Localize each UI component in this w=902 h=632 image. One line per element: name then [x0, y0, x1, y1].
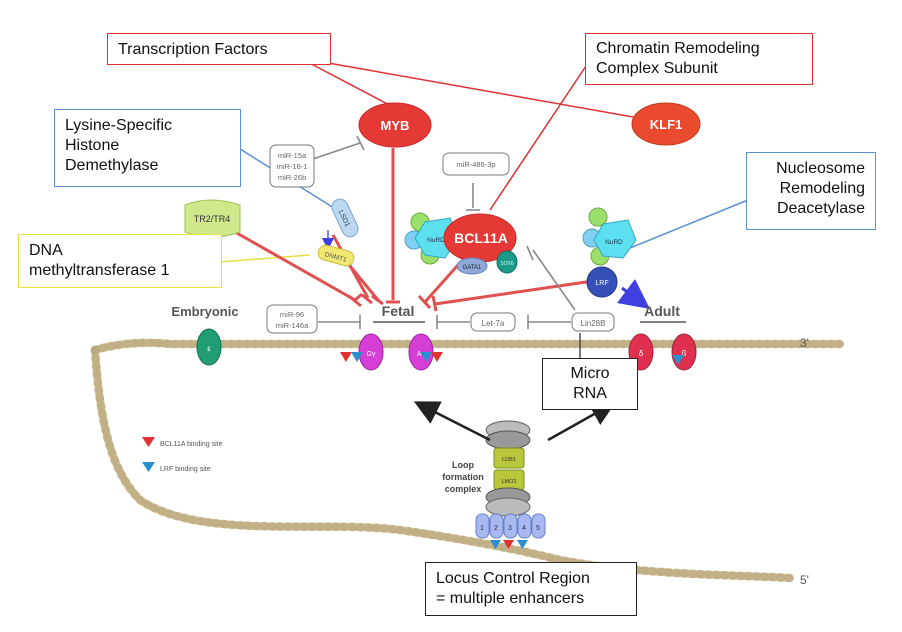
- callout-transcription-factors: Transcription Factors: [107, 33, 331, 65]
- mir15-box: [269, 144, 315, 188]
- mir15a-label: miR-15a: [278, 151, 307, 160]
- callout-dnmt-line1: DNA: [29, 242, 63, 259]
- legend-bcl11a-label: BCL11A binding site: [160, 441, 223, 448]
- callout-nurd-line2: Remodeling: [779, 180, 865, 197]
- lcr-binding-markers: [490, 540, 528, 549]
- callout-dna-methyltransferase: DNA methyltransferase 1: [18, 234, 222, 288]
- gene-binding-markers: [340, 352, 684, 365]
- callout-microrna: Micro RNA: [542, 358, 638, 410]
- callout-chromatin-line1: Chromatin Remodeling: [596, 40, 760, 57]
- callout-dnmt-line2: methyltransferase 1: [29, 262, 170, 279]
- dnmt1-node: [317, 244, 355, 267]
- callout-transcription-factors-text: Transcription Factors: [118, 41, 268, 58]
- gene-epsilon-label: ε: [207, 344, 211, 353]
- lin28b-label: Lin28B: [581, 319, 606, 328]
- nurd-left-label: NuRD: [427, 237, 445, 244]
- lcr-site-1: 1: [480, 525, 484, 532]
- callout-chromatin-line2: Complex Subunit: [596, 60, 718, 77]
- let7a-label: Let-7a: [482, 319, 505, 328]
- mir486-label: miR-486-3p: [456, 160, 495, 169]
- stage-fetal: Fetal: [382, 303, 415, 319]
- lin28b-box: [571, 312, 615, 332]
- lrf-adult-arrow: [617, 279, 650, 309]
- lcr-sites: [475, 513, 546, 539]
- bcl11a-complex: NuRD GATA1 SOX6: [404, 212, 518, 275]
- mir146a-label: miR-146a: [276, 321, 309, 330]
- nurd-right-label: NuRD: [605, 239, 623, 246]
- lcr-site-5: 5: [536, 525, 540, 532]
- stage-embryonic: Embryonic: [171, 304, 238, 319]
- mir96-box: [266, 304, 318, 334]
- callout-lcr-line2: = multiple enhancers: [436, 590, 585, 607]
- loop-arrow-left: [413, 401, 491, 442]
- lcr-site-4: 4: [522, 525, 526, 532]
- myb-node: [358, 102, 432, 148]
- mirna-inhibitors: [309, 135, 576, 329]
- callout-locus-control-region: Locus Control Region = multiple enhancer…: [425, 562, 637, 616]
- dna-strand: [90, 338, 845, 583]
- lcr-site-2: 2: [494, 525, 498, 532]
- lsd1-node: [331, 198, 359, 238]
- callout-lsd-line3: Demethylase: [65, 157, 159, 174]
- gene-delta-label: δ: [639, 349, 644, 358]
- mir16-label: miR-16-1: [277, 162, 308, 171]
- gene-epsilon: [196, 328, 222, 366]
- tr2-tr4-label: TR2/TR4: [194, 214, 231, 224]
- three-prime-label: 3': [800, 336, 809, 350]
- legend-lrf-label: LRF binding site: [160, 466, 211, 473]
- callout-lsd-line1: Lysine-Specific: [65, 117, 173, 134]
- callout-microrna-line1: Micro: [570, 365, 610, 382]
- mir96-label: miR-96: [280, 310, 304, 319]
- legend-lrf-marker: [142, 462, 155, 472]
- gene-beta-label: β: [682, 349, 687, 358]
- loop-label-1: Loop: [452, 460, 474, 470]
- legend: BCL11A binding site LRF binding site: [142, 437, 223, 473]
- five-prime-label: 5': [800, 573, 809, 587]
- loop-label-2: formation: [442, 472, 484, 482]
- klf1-label: KLF1: [650, 117, 683, 132]
- callout-microrna-line2: RNA: [573, 385, 607, 402]
- myb-label: MYB: [381, 118, 410, 133]
- callout-lysine-demethylase: Lysine-Specific Histone Demethylase: [54, 109, 241, 187]
- callout-nurd-line3: Deacetylase: [776, 200, 865, 217]
- lrf-complex: NuRD LRF: [582, 207, 637, 298]
- sox6-label: SOX6: [500, 261, 514, 267]
- let7a-box: [470, 312, 516, 332]
- lcr-site-3: 3: [508, 525, 512, 532]
- gata1-label: GATA1: [463, 265, 482, 271]
- mir486-box: [442, 152, 510, 176]
- klf1-node: [631, 102, 701, 146]
- callout-lsd-line2: Histone: [65, 137, 120, 154]
- legend-bcl11a-marker: [142, 437, 155, 447]
- stage-adult: Adult: [644, 303, 680, 319]
- loop-arrow-right: [547, 401, 616, 442]
- gene-g-gamma-label: Gγ: [367, 351, 376, 358]
- mir26b-label: miR-26b: [278, 173, 306, 182]
- inhibitor-bars: [348, 293, 438, 312]
- callout-nucleosome-remodeling: Nucleosome Remodeling Deacetylase: [746, 152, 876, 230]
- callout-nurd-line1: Nucleosome: [776, 160, 865, 177]
- loop-formation-complex: LDB1 LMO2: [485, 420, 531, 517]
- bcl11a-label: BCL11A: [454, 230, 508, 246]
- gene-a-gamma-label: Aγ: [417, 351, 426, 358]
- globin-genes: ε Gγ Aγ δ β: [196, 328, 697, 371]
- lrf-label: LRF: [595, 280, 608, 287]
- callout-chromatin-remodeling: Chromatin Remodeling Complex Subunit: [585, 33, 813, 85]
- callout-lcr-line1: Locus Control Region: [436, 570, 590, 587]
- loop-label-3: complex: [445, 484, 482, 494]
- lmo2-label: LMO2: [502, 479, 517, 485]
- regulation-arrows: [234, 148, 601, 306]
- ldb1-label: LDB1: [502, 457, 516, 463]
